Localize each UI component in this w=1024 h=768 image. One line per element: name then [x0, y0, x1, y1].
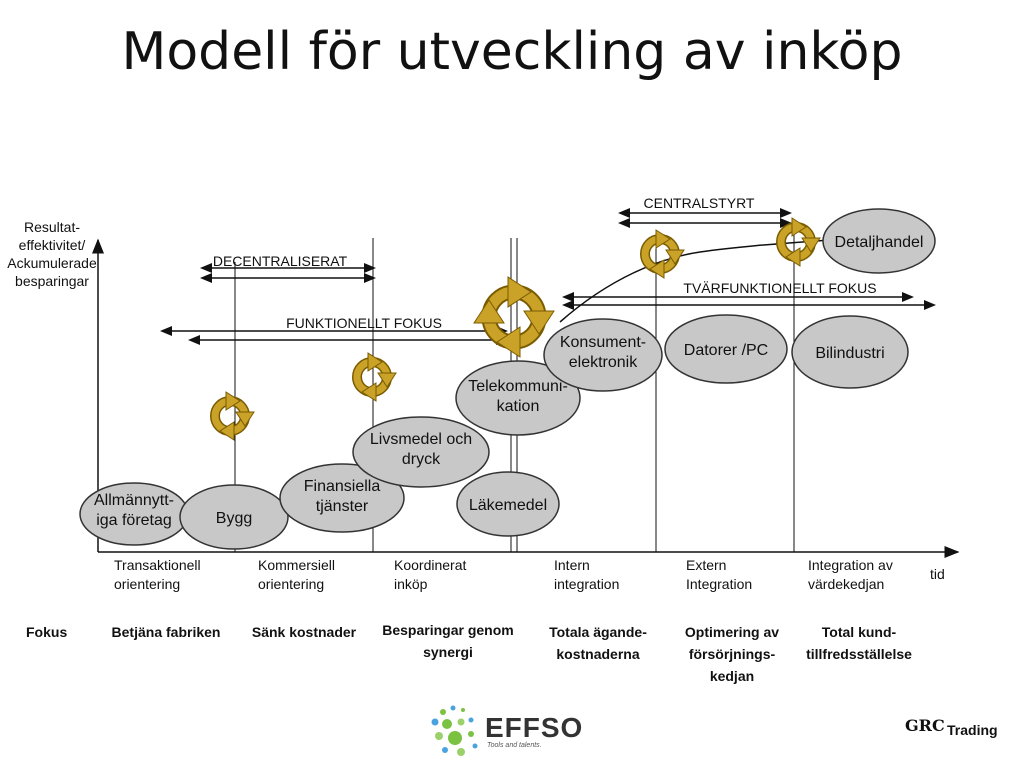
focus-betjana-fabriken: Betjäna fabriken	[111, 624, 221, 640]
svg-text:Bilindustri: Bilindustri	[815, 345, 884, 362]
stage-label-koordinerat: Koordinerat inköp	[394, 557, 467, 592]
effso-tagline: Tools and talents.	[487, 742, 542, 749]
svg-text:Datorer /PC: Datorer /PC	[684, 342, 768, 359]
focus-row-label: Fokus	[26, 624, 68, 640]
industry-bygg: Bygg	[179, 484, 289, 550]
industry-finansiella-tjanster: Finansiella tjänster	[279, 463, 405, 533]
industry-telekommunikation: Telekommuni-kation	[455, 360, 581, 436]
industry-label-line: Detaljhandel	[835, 234, 924, 251]
industry-label-line: Allmännytt-	[94, 492, 174, 509]
funktionellt-fokus-label: FUNKTIONELLT FOKUS	[286, 315, 442, 331]
cycle-arrows-icon	[210, 391, 255, 441]
growth-curve	[559, 239, 831, 323]
industry-detaljhandel: Detaljhandel	[822, 208, 936, 274]
industry-label-line: tjänster	[316, 498, 369, 515]
cycle-arrows-icon	[473, 276, 555, 358]
effso-wordmark: EFFSO	[485, 712, 584, 743]
industry-konsumentelektronik: Konsument-elektronik	[543, 318, 663, 392]
grc-trading-logo: GRC Trading	[905, 716, 1005, 746]
industry-label-line: kation	[497, 398, 540, 415]
industry-label-line: Telekommuni-	[468, 378, 568, 395]
effso-dots-icon	[431, 705, 478, 756]
industry-label-line: Livsmedel och	[370, 431, 472, 448]
grc-wordmark: Trading	[947, 722, 998, 738]
industry-label-line: Bilindustri	[815, 345, 884, 362]
svg-text:Allmännytt-iga företag: Allmännytt-iga företag	[94, 492, 174, 529]
procurement-model-diagram: DECENTRALISERAT FUNKTIONELLT FOKUS CENTR…	[79, 195, 960, 558]
centralstyrt-arrows	[618, 208, 792, 228]
tvarfunktionellt-fokus-label: TVÄRFUNKTIONELLT FOKUS	[683, 280, 876, 296]
cycle-arrows-icon	[352, 352, 397, 402]
svg-text:Konsument-elektronik: Konsument-elektronik	[560, 334, 646, 371]
centralstyrt-label: CENTRALSTYRT	[644, 195, 755, 211]
focus-besparingar-genom-synergi: Besparingar genom synergi	[382, 622, 514, 660]
decentraliserat-arrows	[200, 263, 376, 283]
stage-label-intern: Intern integration	[554, 557, 620, 592]
industry-label-line: Datorer /PC	[684, 342, 768, 359]
industry-allmannyttiga: Allmännytt-iga företag	[79, 482, 189, 546]
x-axis-label: tid	[930, 566, 945, 582]
stage-label-extern: Extern Integration	[686, 557, 753, 592]
industry-datorer-pc: Datorer /PC	[664, 314, 788, 384]
industry-label-line: dryck	[402, 451, 441, 468]
y-axis-label: Resultat- effektivitet/ Ackumulerade bes…	[7, 219, 97, 289]
industry-label-line: iga företag	[96, 512, 172, 529]
focus-sank-kostnader: Sänk kostnader	[251, 624, 357, 640]
industry-lakemedel: Läkemedel	[456, 471, 560, 537]
industry-label-line: Finansiella	[304, 478, 381, 495]
svg-text:Bygg: Bygg	[216, 510, 252, 527]
industry-label-line: Konsument-	[560, 334, 646, 351]
tvarfunktionellt-fokus-arrows	[562, 292, 936, 310]
cycle-arrows-icon	[640, 229, 685, 279]
grc-mark: GRC	[905, 716, 945, 735]
focus-total-kundtillfredsstallelse: Total kund- tillfredsställelse	[806, 624, 912, 662]
focus-optimering-forsorjningskedjan: Optimering av försörjnings- kedjan	[684, 624, 780, 684]
svg-text:Telekommuni-kation: Telekommuni-kation	[468, 378, 568, 415]
industry-livsmedel-och-dryck: Livsmedel och dryck	[352, 416, 490, 488]
cycle-arrows-icon	[776, 217, 821, 267]
stage-label-vardekedjan: Integration av värdekedjan	[808, 557, 893, 592]
industry-bilindustri: Bilindustri	[791, 315, 909, 389]
industry-label-line: elektronik	[569, 354, 638, 371]
industry-label-line: Bygg	[216, 510, 252, 527]
stage-label-kommersiell: Kommersiell orientering	[258, 557, 336, 592]
svg-text:Läkemedel: Läkemedel	[469, 497, 547, 514]
stage-label-transaktionell: Transaktionell orientering	[114, 557, 201, 592]
decentraliserat-label: DECENTRALISERAT	[213, 253, 348, 269]
slide-title: Modell för utveckling av inköp	[121, 22, 903, 82]
focus-totala-agandekostnaderna: Totala ägande- kostnaderna	[549, 624, 647, 662]
svg-text:Detaljhandel: Detaljhandel	[835, 234, 924, 251]
industry-label-line: Läkemedel	[469, 497, 547, 514]
effso-logo: EFFSO Tools and talents.	[425, 702, 595, 760]
